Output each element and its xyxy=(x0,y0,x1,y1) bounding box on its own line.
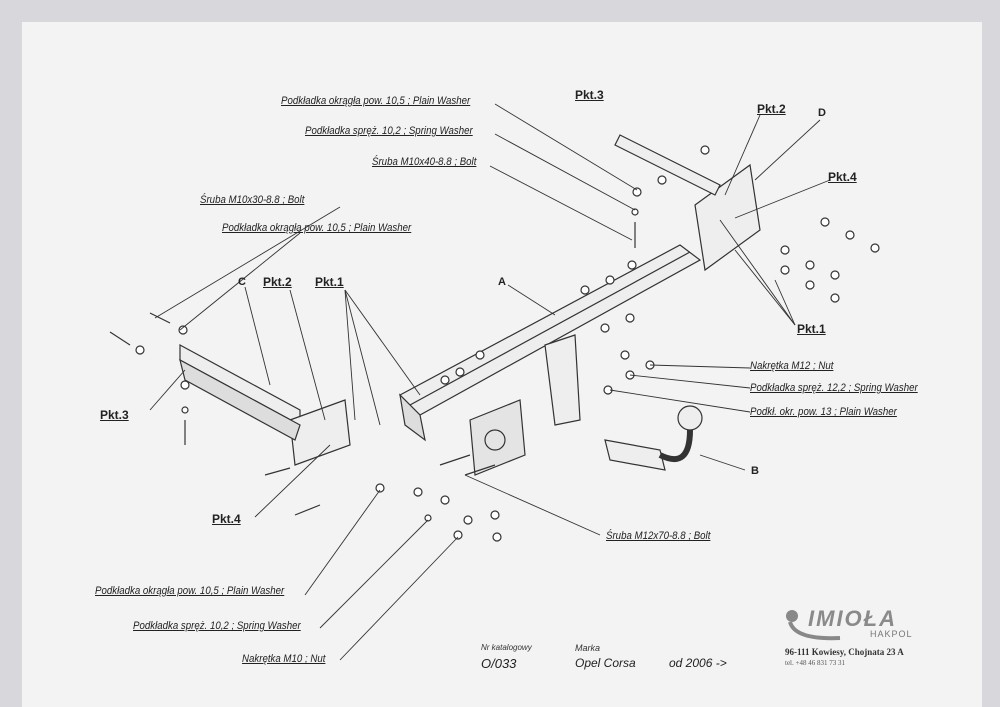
callout-spring-washer-12: Podkładka spręż. 12,2 ; Spring Washer xyxy=(750,382,918,394)
leader-lines xyxy=(149,103,831,661)
crossbar xyxy=(399,244,702,442)
callout-plain-washer-13: Podkł. okr. pow. 13 ; Plain Washer xyxy=(750,406,897,418)
label-pkt3-left: Pkt.3 xyxy=(100,408,129,422)
right-bracket xyxy=(614,134,761,272)
brand-logo xyxy=(786,610,841,641)
fasteners xyxy=(109,145,880,542)
label-d: D xyxy=(818,107,826,119)
label-pkt1-right: Pkt.1 xyxy=(797,322,826,336)
label-pkt2-top: Pkt.2 xyxy=(757,102,786,116)
label-pkt2-left: Pkt.2 xyxy=(263,275,292,289)
left-bracket xyxy=(179,343,351,466)
label-pkt4-right: Pkt.4 xyxy=(828,170,857,184)
callout-plain-washer-left: Podkładka okrągła pow. 10,5 ; Plain Wash… xyxy=(222,222,412,234)
callout-nut-m12: Nakrętka M12 ; Nut xyxy=(750,360,834,372)
brand-sub: HAKPOL xyxy=(870,629,913,639)
callout-plain-washer-bottom: Podkładka okrągła pow. 10,5 ; Plain Wash… xyxy=(95,585,285,597)
callout-bolt-m12: Śruba M12x70-8.8 ; Bolt xyxy=(606,530,711,542)
callout-plain-washer-top: Podkładka okrągła pow. 10,5 ; Plain Wash… xyxy=(281,95,471,107)
catalog-number: O/033 xyxy=(481,656,517,671)
make-label: Marka xyxy=(575,643,601,653)
year-value: od 2006 -> xyxy=(669,656,727,670)
catalog-label: Nr katalogowy xyxy=(481,643,532,652)
callout-spring-washer-top: Podkładka spręż. 10,2 ; Spring Washer xyxy=(305,125,473,137)
callout-spring-washer-bottom: Podkładka spręż. 10,2 ; Spring Washer xyxy=(133,620,301,632)
callout-bolt-left: Śruba M10x30-8.8 ; Bolt xyxy=(200,194,305,206)
callout-bolt-top: Śruba M10x40-8.8 ; Bolt xyxy=(372,156,477,168)
socket-plate xyxy=(469,334,581,476)
label-b: B xyxy=(751,465,759,477)
brand-name: IMIOŁA xyxy=(808,606,897,631)
label-pkt4-left: Pkt.4 xyxy=(212,512,241,526)
phone: tel. +48 46 831 73 31 xyxy=(785,659,845,667)
label-pkt1-left: Pkt.1 xyxy=(315,275,344,289)
callout-nut-m10: Nakrętka M10 ; Nut xyxy=(242,653,326,665)
address: 96-111 Kowiesy, Chojnata 23 A xyxy=(785,647,904,657)
tow-ball xyxy=(604,405,703,471)
label-c: C xyxy=(238,276,246,288)
label-a: A xyxy=(498,276,506,288)
label-pkt3-top: Pkt.3 xyxy=(575,88,604,102)
make-value: Opel Corsa xyxy=(575,656,636,670)
